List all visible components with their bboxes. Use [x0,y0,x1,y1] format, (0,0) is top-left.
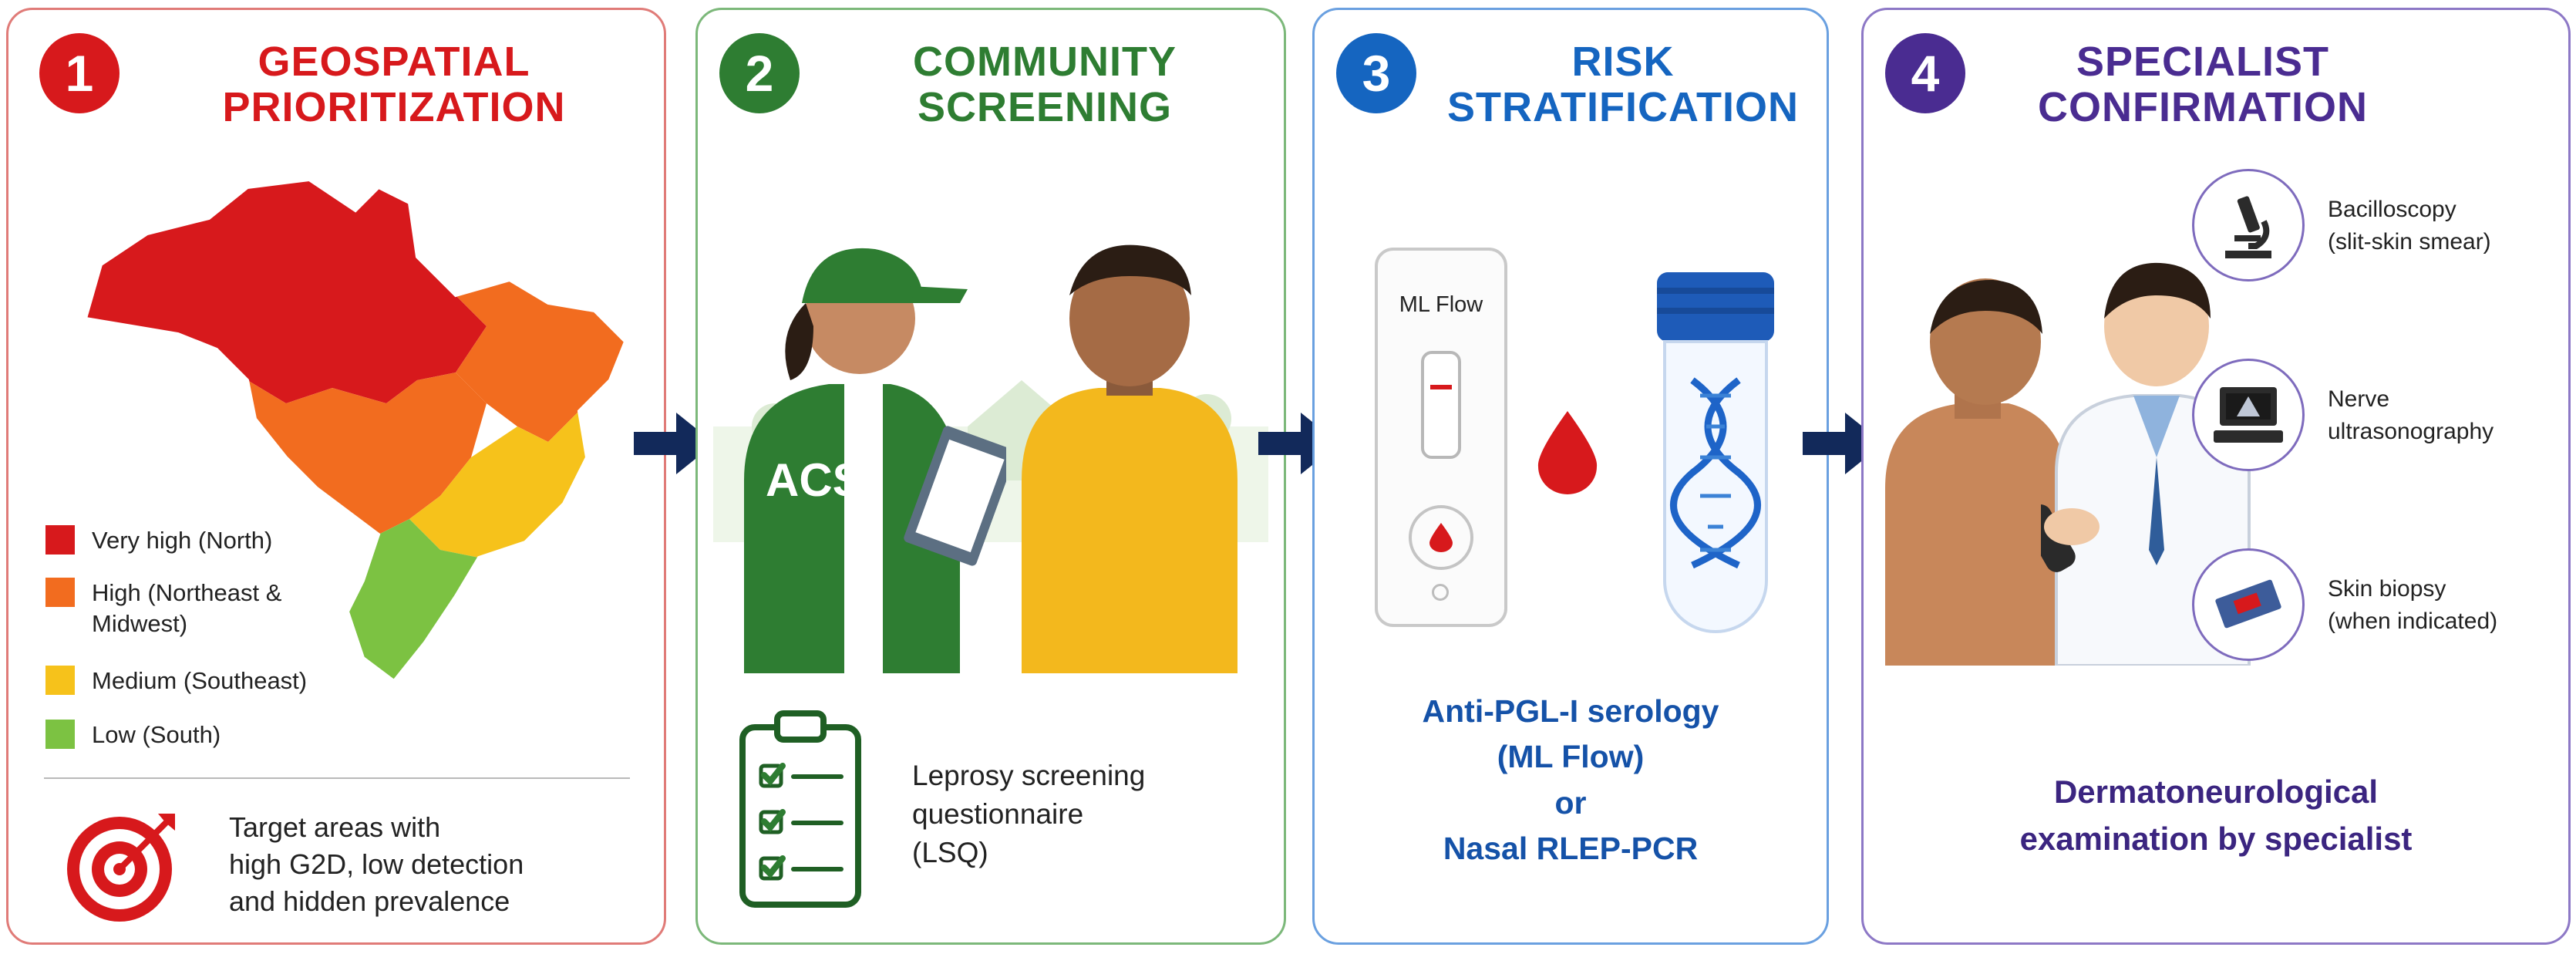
legend-item-low: Low (South) [45,720,221,750]
panel-risk-stratification: 3 RISK STRATIFICATION ML Flow Anti-PGL-I… [1312,8,1829,945]
region-southeast [409,411,587,558]
blood-drop-icon [1537,411,1598,494]
checklist-icon [739,710,861,908]
risk-method-text: Anti-PGL-I serology (ML Flow) or Nasal R… [1422,693,1719,867]
dna-tube-icon [1657,272,1774,633]
target-description: Target areas with high G2D, low detectio… [229,811,524,917]
ultrasound-icon [2214,387,2283,443]
flow-arrow-1-2 [634,413,715,474]
step-title-2: COMMUNITY SCREENING [913,39,1177,131]
panel-community-screening: 2 COMMUNITY SCREENING ACS [695,8,1286,945]
step-badge-1: 1 [39,33,120,113]
specialist-exam-text: Dermatoneurological examination by speci… [2019,774,2413,857]
panel-specialist-confirmation: 4 SPECIALIST CONFIRMATION Bacillo [1861,8,2571,945]
region-north [86,180,487,403]
region-northeast [456,280,625,442]
step-badge-4: 4 [1885,33,1965,113]
legend-item-very-high: Very high (North) [45,525,272,556]
step-badge-2: 2 [719,33,800,113]
legend-item-high: High (Northeast &Midwest) [45,578,281,640]
rapid-test-icon: ML Flow [1375,248,1507,627]
target-icon [67,814,175,922]
rapid-test-label: ML Flow [1399,292,1483,317]
microscope-icon [2225,196,2271,258]
step-title-1: GEOSPATIAL PRIORITIZATION [222,39,566,131]
divider [44,777,630,779]
resident-icon [1022,244,1237,673]
test-item-skin-biopsy: Skin biopsy (when indicated) [2192,548,2562,664]
step-title-4: SPECIALIST CONFIRMATION [2038,39,2368,131]
panel-geospatial-prioritization: 1 GEOSPATIAL PRIORITIZATION Very high (N… [6,8,666,945]
test-item-bacilloscopy: Bacilloscopy (slit-skin smear) [2192,169,2562,285]
vest-label: ACS [766,454,864,506]
step-title-3: RISK STRATIFICATION [1447,39,1799,131]
health-agent-icon: ACS [744,248,1006,673]
brazil-map-icon [83,177,628,683]
patient-icon [1885,278,2070,666]
legend-item-medium: Medium (Southeast) [45,666,307,696]
questionnaire-label: Leprosy screening questionnaire (LSQ) [912,760,1146,868]
region-midwest [247,372,487,534]
biopsy-slide-icon [2215,579,2281,629]
test-item-nerve-ultrasonography: Nerve ultrasonography [2192,359,2562,474]
step-badge-3: 3 [1336,33,1416,113]
region-south [348,519,479,681]
